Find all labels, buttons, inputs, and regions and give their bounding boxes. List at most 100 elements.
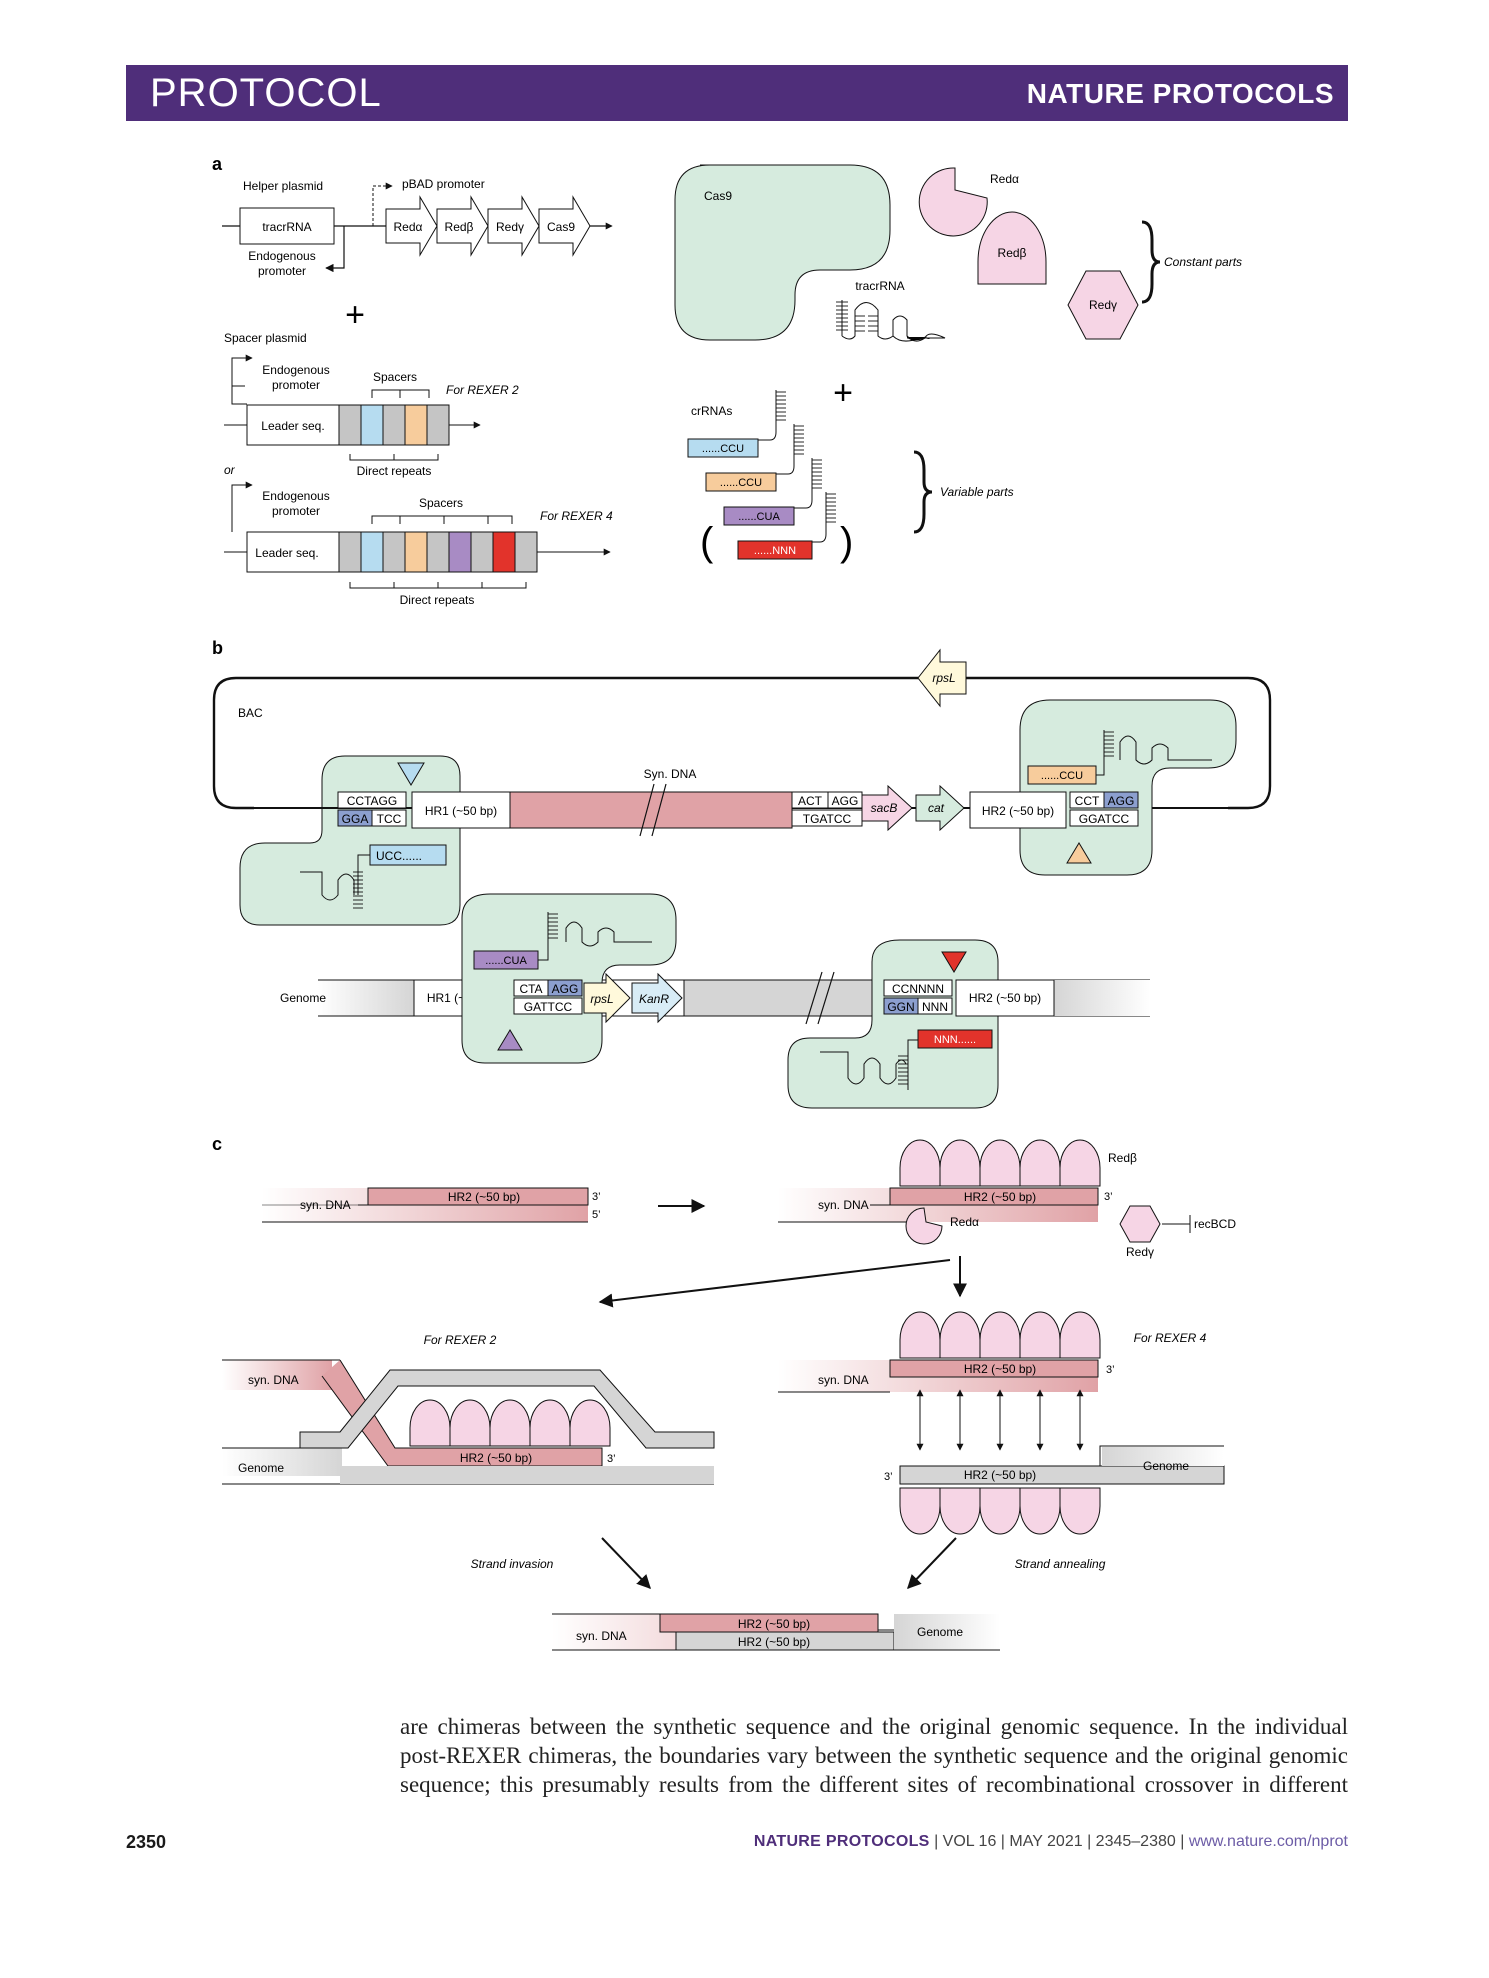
three-prime-c3: 3’ — [607, 1453, 616, 1465]
journal-header-bar: PROTOCOL NATURE PROTOCOLS — [126, 65, 1348, 121]
direct-repeats-1: Direct repeats — [357, 464, 432, 478]
panel-a: a Helper plasmid tracrRNA Endogenous pro… — [212, 154, 1242, 607]
red-beta-label-c: Redβ — [1108, 1151, 1137, 1165]
rpsl-genome-arrow — [583, 972, 631, 1024]
rpsl-top-label: rpsL — [932, 671, 955, 685]
hr2-genome: HR2 (~50 bp) — [969, 991, 1041, 1005]
red-beta-gene-arrow — [436, 195, 489, 257]
footer-url-link[interactable]: www.nature.com/nprot — [1188, 1833, 1348, 1850]
red-beta-shape — [977, 211, 1047, 285]
hr2-c3: HR2 (~50 bp) — [460, 1451, 532, 1465]
endogenous-label-3: Endogenous — [262, 363, 329, 377]
bac-backbone — [212, 676, 1272, 810]
or-label: or — [224, 463, 236, 477]
section-label: PROTOCOL — [150, 71, 382, 115]
for-rexer2-c: For REXER 2 — [424, 1333, 497, 1347]
kanr-arrow — [631, 972, 683, 1024]
crrna-ccu-1: ......CCU — [702, 443, 744, 455]
panel-b: b BAC rpsL UCC...... CCTAGG GGA TCC HR1 … — [212, 638, 1272, 1109]
paren-close: ) — [840, 520, 853, 564]
pbad-promoter-arrow — [372, 182, 393, 226]
tracrrna-hairpin — [841, 300, 946, 342]
red-gamma-label-c: Redγ — [1126, 1245, 1154, 1259]
syn-dna-c4: syn. DNA — [818, 1373, 869, 1387]
cctagg: CCTAGG — [347, 794, 397, 808]
spacer-plasmid-label: Spacer plasmid — [224, 331, 307, 345]
leader-seq-1: Leader seq. — [261, 419, 324, 433]
crrna-1: ......CCU — [687, 390, 786, 458]
crrna-2: ......CCU — [705, 424, 804, 492]
tracrrna-gene-box — [239, 207, 335, 245]
gga: GGA — [342, 812, 369, 826]
red-beta-row-annealing-bottom — [899, 1487, 1101, 1535]
gene-cas9: Cas9 — [547, 220, 575, 234]
paren-open: ( — [700, 520, 714, 564]
red-beta-row-top — [899, 1139, 1101, 1187]
ggn: GGN — [887, 1000, 914, 1014]
footer-sep-3: | — [1082, 1833, 1096, 1850]
hr2-bac: HR2 (~50 bp) — [982, 804, 1054, 818]
cas9-gene-arrow — [538, 195, 591, 257]
bac-label: BAC — [238, 706, 263, 720]
tgatcc: TGATCC — [803, 812, 852, 826]
hr2-c4: HR2 (~50 bp) — [964, 1362, 1036, 1376]
tracrrna-gene-label: tracrRNA — [262, 220, 311, 234]
recbcd-label: recBCD — [1194, 1217, 1236, 1231]
footer-pages: 2345–2380 — [1095, 1833, 1176, 1850]
three-prime-c4: 3’ — [1106, 1364, 1115, 1376]
agg-bac: AGG — [832, 794, 859, 808]
nnn-genome: NNN — [922, 1000, 948, 1014]
rpsl-genome: rpsL — [590, 992, 613, 1006]
body-line-3: sequence; this presumably results from t… — [400, 1772, 1348, 1797]
syn-dna-c3: syn. DNA — [248, 1373, 299, 1387]
cas9-label: Cas9 — [704, 189, 732, 203]
syn-dna-block — [509, 791, 793, 829]
footer-citation: NATURE PROTOCOLS | VOL 16 | MAY 2021 | 2… — [754, 1833, 1348, 1851]
footer-journal: NATURE PROTOCOLS — [753, 1833, 930, 1850]
syn-dna-c2: syn. DNA — [818, 1198, 869, 1212]
helper-plasmid-label: Helper plasmid — [243, 179, 323, 193]
three-prime-c5: 3’ — [884, 1471, 893, 1483]
red-alpha-c — [905, 1207, 943, 1245]
sacb-arrow — [861, 784, 913, 832]
hr2-c2: HR2 (~50 bp) — [964, 1190, 1036, 1204]
footer-volume: VOL 16 — [942, 1833, 997, 1850]
red-beta-row-annealing-top — [899, 1311, 1101, 1359]
body-line-1: are chimeras between the synthetic seque… — [400, 1714, 1348, 1739]
spacers-label-2: Spacers — [419, 496, 463, 510]
syn-dna-c1: syn. DNA — [300, 1198, 351, 1212]
syn-dna-c5: syn. DNA — [576, 1629, 627, 1643]
crrna-cua: ......CUA — [738, 511, 780, 523]
cat-arrow — [915, 784, 965, 832]
strand-annealing-label: Strand annealing — [1015, 1557, 1106, 1571]
three-prime-c2: 3’ — [1104, 1191, 1113, 1203]
genome-label-b: Genome — [280, 991, 326, 1005]
constant-parts-label: Constant parts — [1164, 255, 1242, 269]
panel-c-label: c — [212, 1134, 222, 1154]
pbad-label: pBAD promoter — [402, 177, 485, 191]
endogenous-label-2: promoter — [258, 264, 306, 278]
cas9-bac-left — [239, 755, 461, 926]
red-alpha-label-c: Redα — [950, 1215, 979, 1229]
crrna-3: ......CUA — [723, 458, 822, 526]
endogenous-label-4: promoter — [272, 378, 320, 392]
ggatcc: GGATCC — [1079, 812, 1130, 826]
direct-repeats-2: Direct repeats — [400, 593, 475, 607]
red-gamma-gene-arrow — [487, 195, 540, 257]
figure-1: a Helper plasmid tracrRNA Endogenous pro… — [212, 154, 1272, 1651]
constant-parts-brace — [1141, 220, 1161, 304]
leader-seq-2: Leader seq. — [255, 546, 318, 560]
body-paragraph: are chimeras between the synthetic seque… — [400, 1712, 1348, 1799]
nnn-rna: NNN...... — [934, 1034, 976, 1046]
gene-red-gamma: Redγ — [496, 220, 524, 234]
genome-c1: Genome — [238, 1461, 284, 1475]
gene-red-beta: Redβ — [445, 220, 474, 234]
red-beta-label-a: Redβ — [998, 246, 1027, 260]
ccu-bac: ......CCU — [1041, 770, 1083, 782]
crrnas-label: crRNAs — [691, 404, 732, 418]
kanr: KanR — [639, 992, 669, 1006]
crrna-nnn: ......NNN — [754, 545, 796, 557]
endogenous-label-6: promoter — [272, 504, 320, 518]
genome-c2: Genome — [1143, 1459, 1189, 1473]
crrna-ccu-2: ......CCU — [720, 477, 762, 489]
